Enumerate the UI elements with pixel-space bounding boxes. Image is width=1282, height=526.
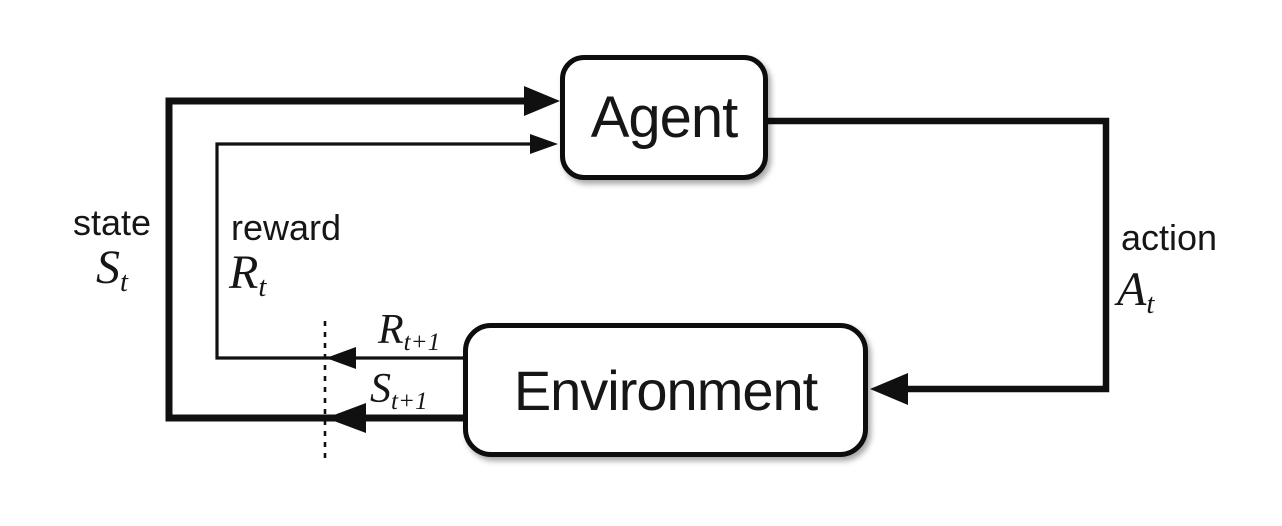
next-state-arrowhead — [326, 403, 366, 433]
environment-box: Environment — [463, 323, 868, 457]
next-reward-symbol-label: Rt+1 — [378, 309, 440, 355]
reward-symbol: R — [229, 246, 259, 299]
action-symbol-subscript: t — [1146, 288, 1155, 321]
state-arrowhead-into-agent — [524, 86, 560, 116]
reward-symbol-label: Rt — [229, 249, 266, 302]
reward-symbol-subscript: t — [258, 271, 267, 304]
state-word-label: state — [72, 202, 152, 243]
action-symbol: A — [1117, 263, 1147, 316]
agent-box-label: Agent — [590, 85, 739, 150]
state-path-line — [165, 97, 552, 422]
next-state-symbol: S — [370, 366, 391, 412]
next-reward-arrowhead — [326, 347, 356, 369]
reward-word-label: reward — [231, 207, 342, 248]
action-arrowhead-into-environment — [870, 373, 908, 405]
state-symbol-subscript: t — [119, 266, 128, 299]
agent-box: Agent — [560, 55, 768, 180]
next-reward-symbol: R — [378, 307, 404, 353]
state-symbol: S — [95, 241, 120, 294]
next-state-symbol-label: St+1 — [370, 368, 428, 414]
action-word-label: action — [1121, 217, 1218, 258]
next-reward-subscript: t+1 — [403, 329, 441, 357]
action-symbol-label: At — [1117, 266, 1154, 319]
next-state-subscript: t+1 — [391, 388, 428, 416]
state-symbol-label: St — [62, 244, 162, 297]
action-path-line — [767, 117, 1110, 393]
environment-box-label: Environment — [513, 358, 818, 422]
reward-arrowhead-into-agent — [530, 134, 558, 154]
